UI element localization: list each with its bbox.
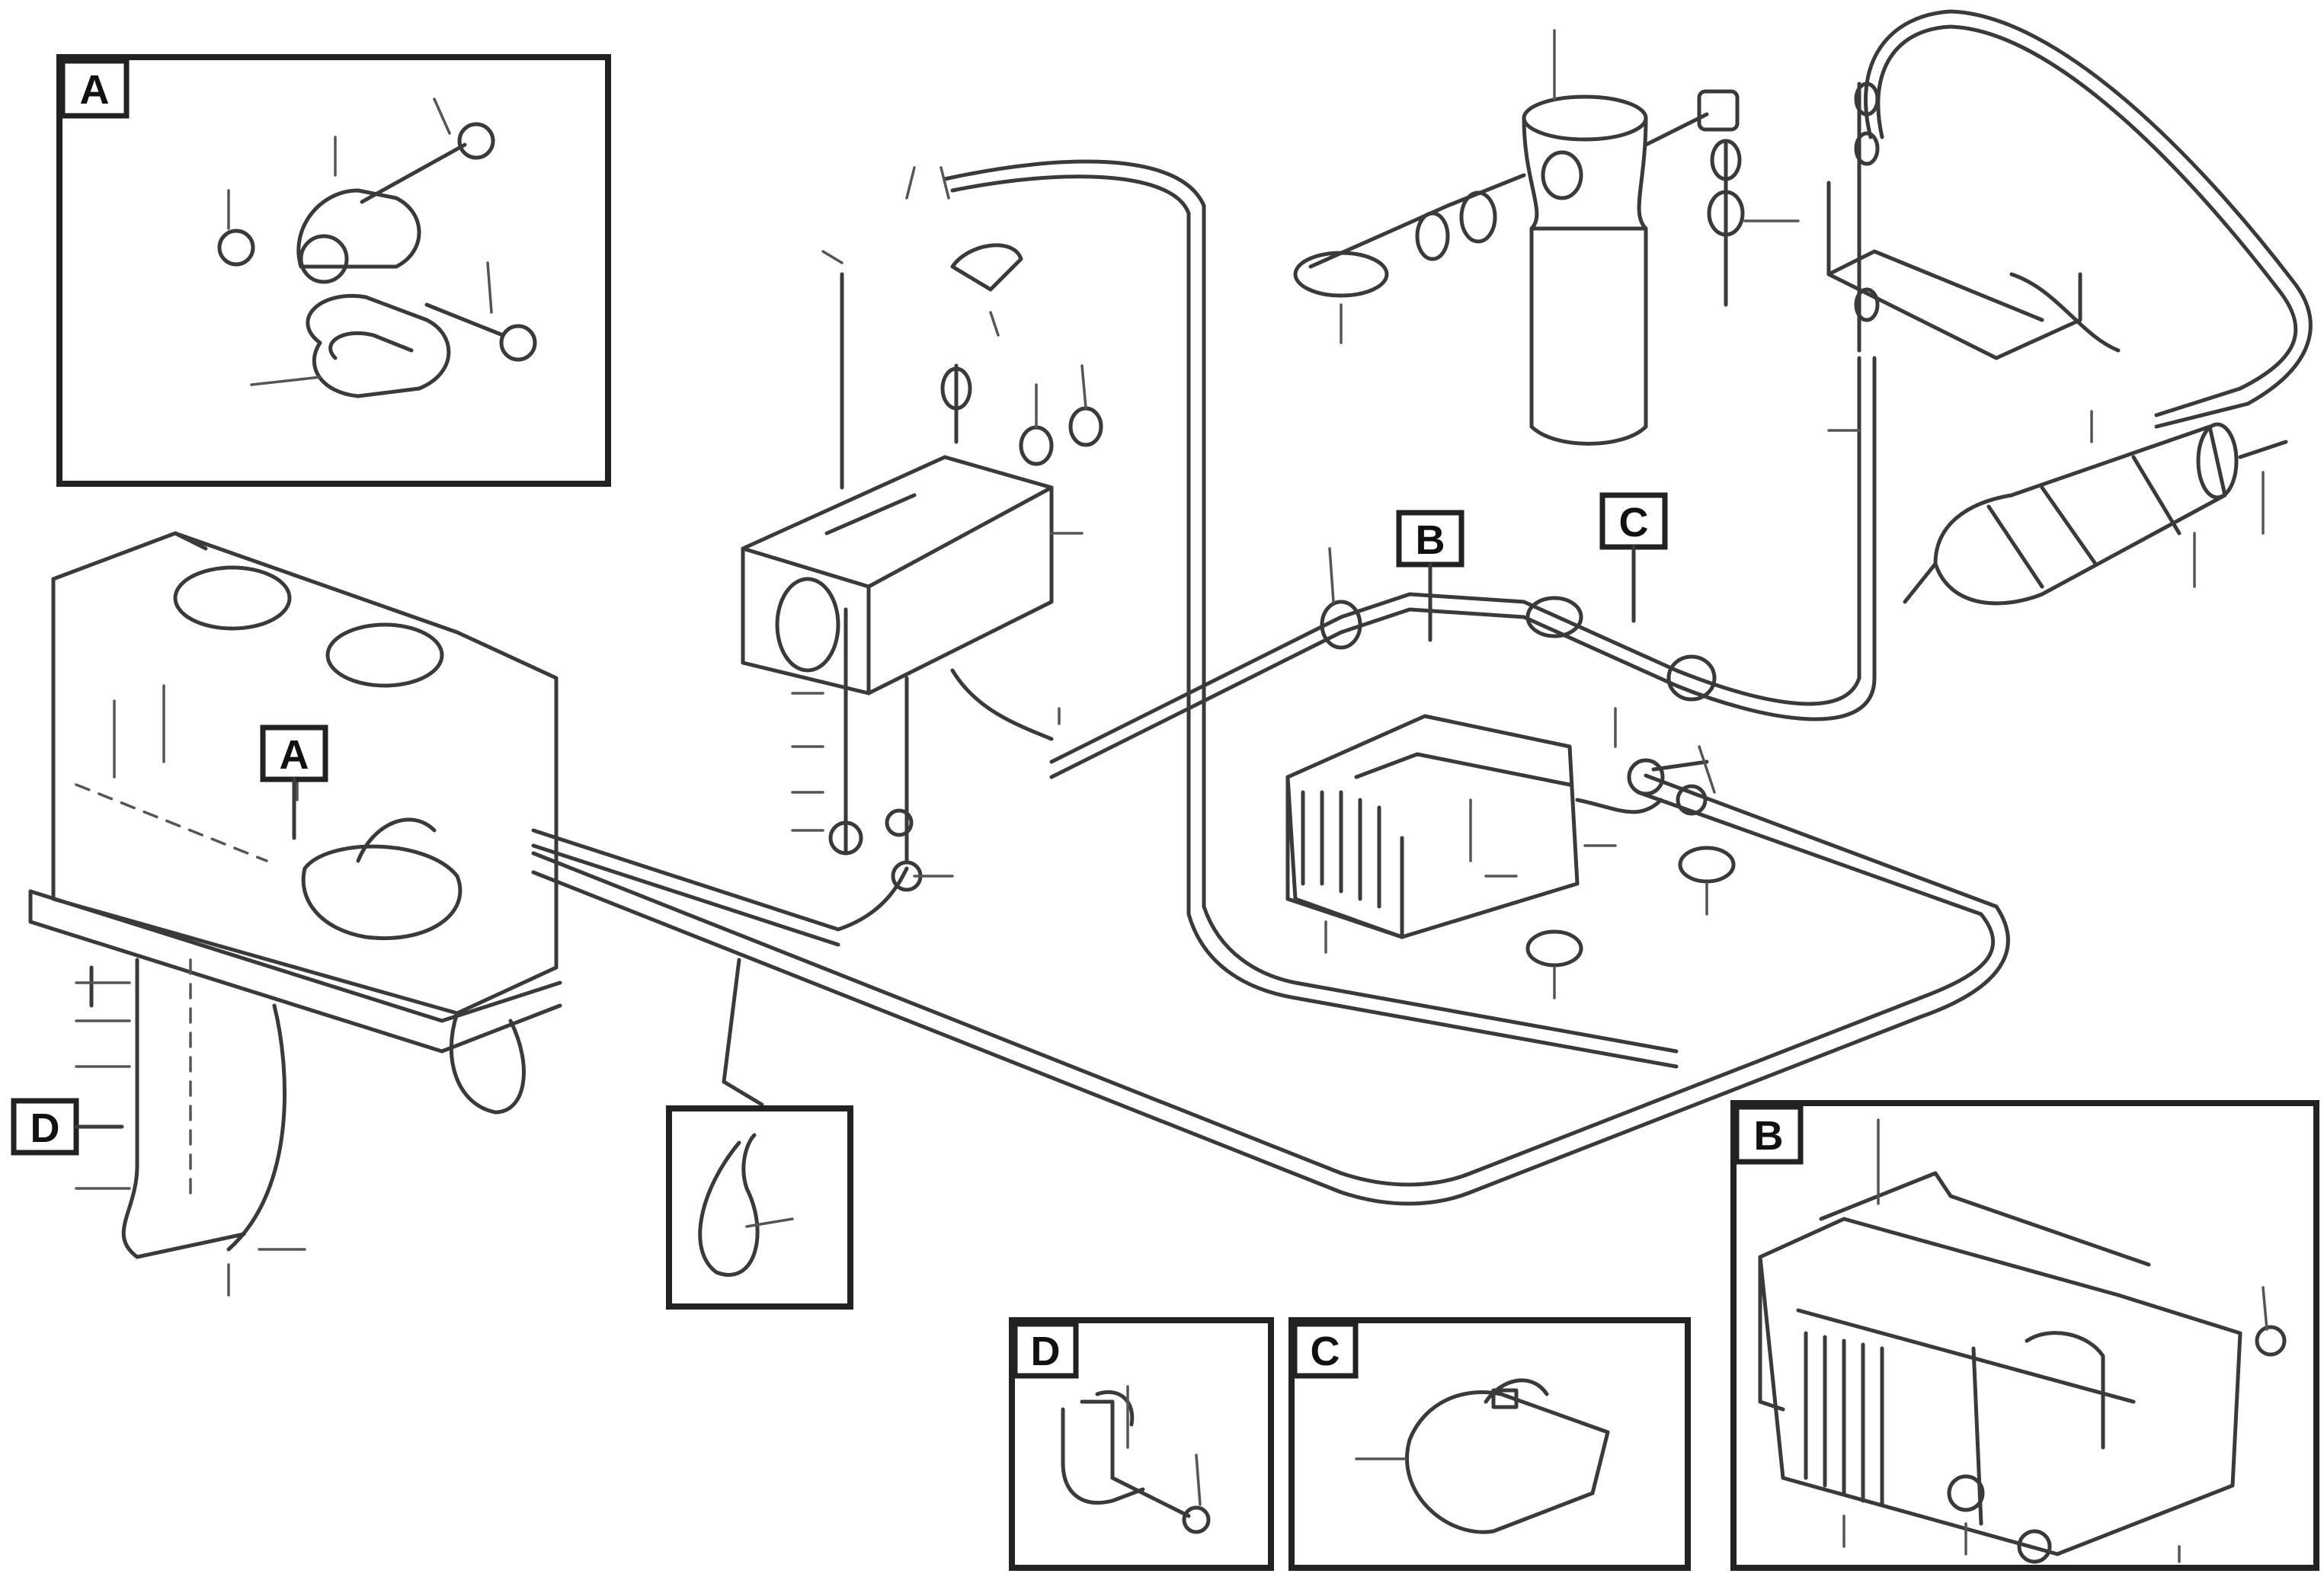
inset-b-unit-drawing xyxy=(1758,1118,2287,1564)
inset-c: C xyxy=(1288,1317,1691,1571)
receiver-drier-drawing xyxy=(1293,29,1800,446)
inset-d-label: D xyxy=(1031,1329,1061,1374)
inset-b: B xyxy=(1730,1100,2319,1571)
inset-c-clamp-drawing xyxy=(1355,1378,1610,1534)
svg-text:A: A xyxy=(280,732,309,778)
callout-b-main: B xyxy=(1396,510,1465,642)
callout-a-main: A xyxy=(260,724,328,840)
pipe-lines xyxy=(531,9,2313,1206)
callout-d-main: D xyxy=(11,1098,124,1156)
svg-text:C: C xyxy=(1619,500,1649,545)
valves-b-c xyxy=(1320,547,1717,702)
cylinder-top-right xyxy=(1903,410,2288,606)
inset-d-bracket-drawing xyxy=(1061,1385,1211,1534)
dryer-unit-drawing xyxy=(741,166,1103,892)
inset-d: D xyxy=(1009,1317,1274,1571)
clip-detail-callout xyxy=(666,958,853,1310)
inset-a-clamp-drawing xyxy=(217,98,537,398)
inset-b-label: B xyxy=(1754,1113,1784,1159)
engine-block-drawing xyxy=(28,531,562,1297)
svg-text:B: B xyxy=(1416,517,1445,563)
inset-a-label: A xyxy=(80,67,110,113)
inset-c-label: C xyxy=(1311,1329,1340,1374)
svg-text:D: D xyxy=(30,1105,60,1151)
callout-c-main: C xyxy=(1599,492,1668,623)
accumulator-unit-drawing xyxy=(1285,707,1736,999)
bracket-top-right xyxy=(1826,82,2121,432)
inset-a: A xyxy=(56,54,611,487)
